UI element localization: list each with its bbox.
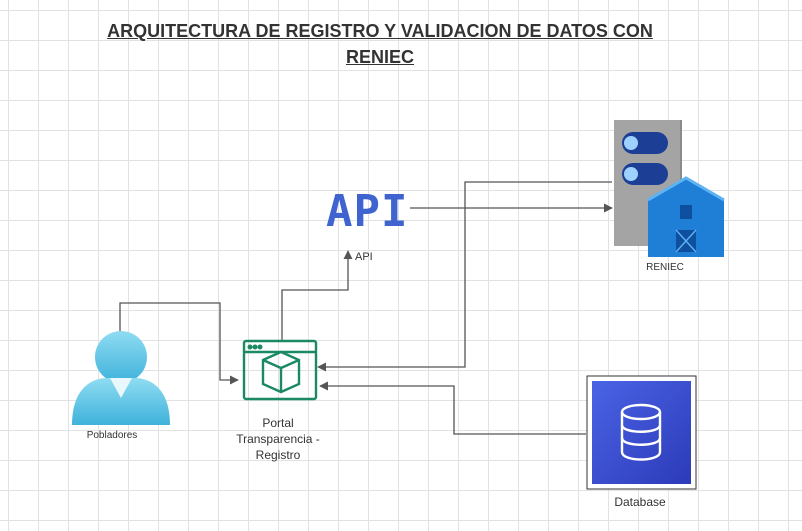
portal-label: Portal Transparencia - Registro <box>218 415 338 463</box>
portal-label-line-3: Registro <box>255 448 301 462</box>
connector-database-to-portal <box>319 381 586 435</box>
database-label: Database <box>614 495 666 509</box>
web-app-cube-icon <box>242 339 318 401</box>
connectors <box>119 181 613 435</box>
connector-portal-to-api <box>281 250 353 340</box>
pobladores-label: Pobladores <box>86 430 138 441</box>
diagram-title-line-2: RENIEC <box>345 47 414 67</box>
api-label: API <box>355 251 373 263</box>
diagram-title-line-1: ARQUITECTURA DE REGISTRO Y VALIDACION DE… <box>107 21 653 41</box>
portal-label-line-1: Portal <box>262 416 294 430</box>
user-icon <box>72 331 170 425</box>
reniec-label: RENIEC <box>646 262 684 273</box>
barn-icon <box>647 176 725 257</box>
connector-reniec-to-portal <box>317 181 612 372</box>
api-logo: API <box>326 186 409 237</box>
database-icon <box>586 375 697 490</box>
connector-pobladores-to-portal <box>119 302 239 385</box>
portal-label-line-2: Transparencia - <box>236 432 320 446</box>
